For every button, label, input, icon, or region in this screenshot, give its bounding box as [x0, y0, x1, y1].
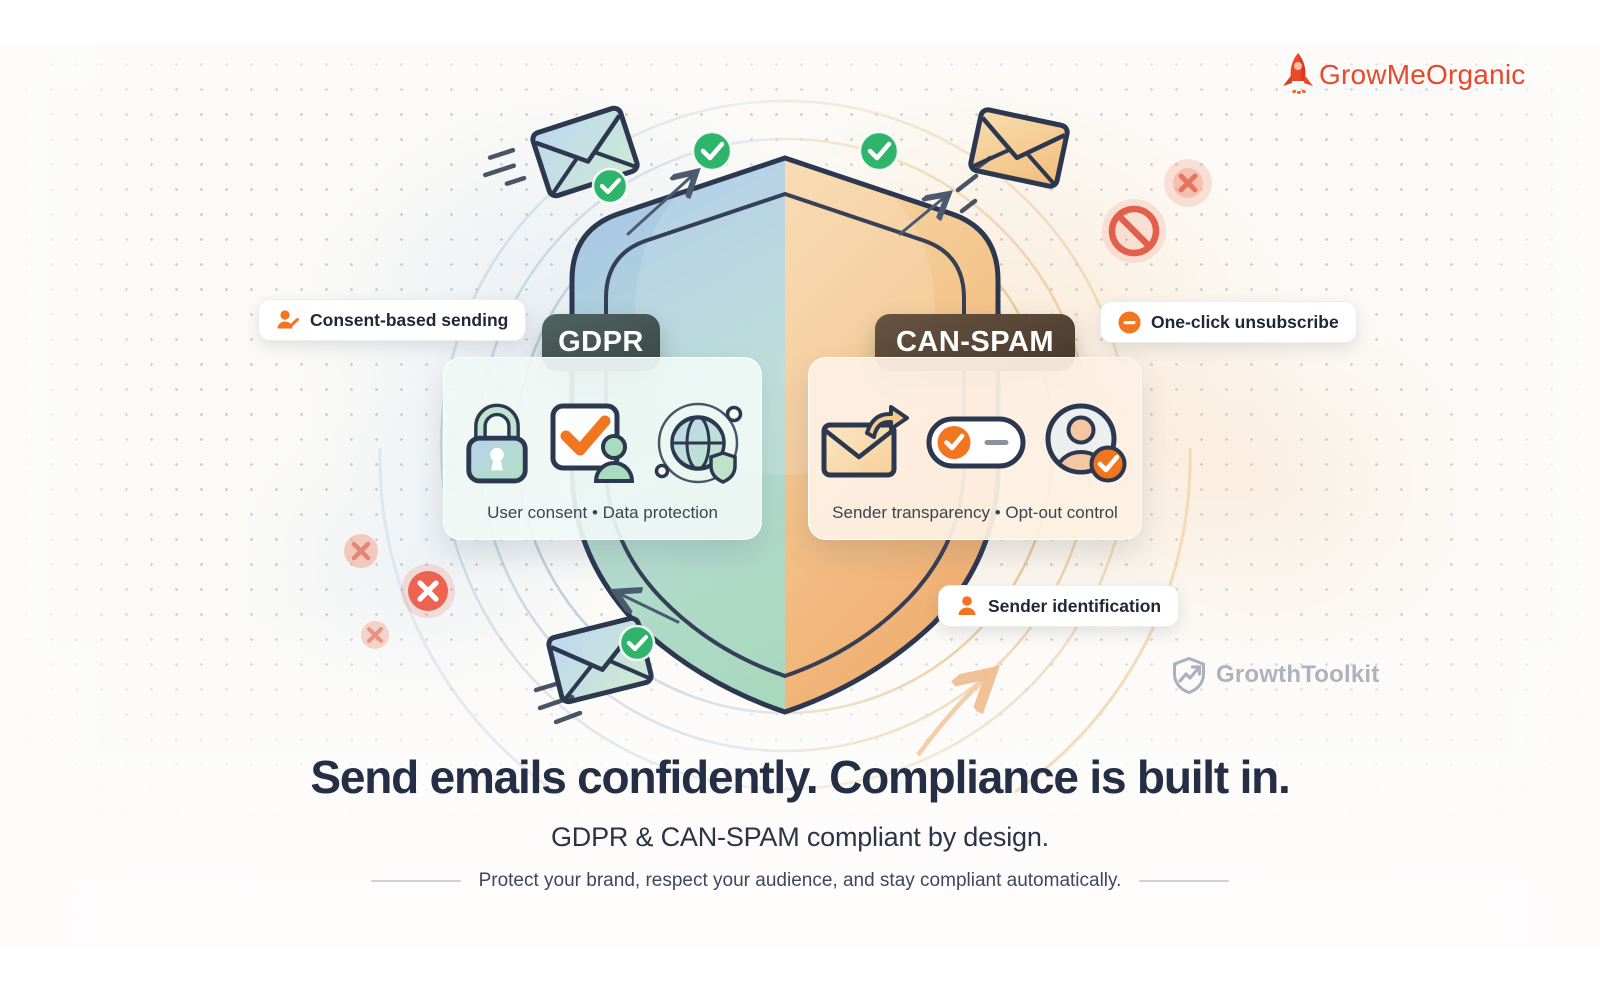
consent-callout: Consent-based sending — [258, 299, 527, 341]
gdpr-card-caption: User consent • Data protection — [487, 503, 718, 522]
consent-callout-label: Consent-based sending — [310, 309, 509, 330]
sender-callout-label: Sender identification — [988, 595, 1162, 616]
brand-logo: GrowMeOrganic — [1280, 50, 1525, 100]
growth-shield-icon — [1173, 657, 1205, 694]
can-spam-card: Sender transparency • Opt-out control — [808, 357, 1142, 540]
tagline-row: Protect your brand, respect your audienc… — [0, 870, 1600, 892]
lock-icon — [465, 403, 528, 483]
globe-shield-icon — [654, 402, 742, 484]
consent-check-icon — [550, 403, 634, 483]
footer-copy: Send emails confidently. Compliance is b… — [0, 748, 1600, 892]
can-spam-badge-label: CAN-SPAM — [895, 326, 1055, 358]
user-edit-icon — [277, 310, 299, 329]
sender-callout: Sender identification — [938, 585, 1180, 627]
can-spam-card-caption: Sender transparency • Opt-out control — [832, 503, 1118, 522]
unsubscribe-callout-label: One-click unsubscribe — [1151, 311, 1339, 332]
gdpr-card-icons — [461, 358, 745, 503]
subheadline: GDPR & CAN-SPAM compliant by design. — [551, 822, 1049, 852]
headline: Send emails confidently. Compliance is b… — [310, 751, 1290, 803]
gdpr-card: User consent • Data protection — [443, 357, 762, 540]
rocket-icon — [1283, 53, 1313, 94]
watermark-text: GrowthToolkit — [1216, 661, 1380, 688]
tagline-divider-left — [370, 880, 461, 882]
brand-name: GrowMeOrganic — [1319, 59, 1526, 90]
tagline: Protect your brand, respect your audienc… — [478, 870, 1122, 891]
user-icon — [958, 596, 976, 615]
can-spam-card-icons — [821, 358, 1129, 503]
tagline-divider-right — [1139, 880, 1230, 882]
gdpr-badge-label: GDPR — [558, 326, 644, 358]
optout-toggle-icon — [926, 416, 1026, 468]
email-forward-icon — [821, 404, 909, 477]
unsubscribe-callout: One-click unsubscribe — [1100, 301, 1357, 343]
verified-sender-icon — [1045, 403, 1127, 482]
minus-circle-icon — [1118, 311, 1141, 333]
watermark: GrowthToolkit — [1170, 656, 1379, 694]
